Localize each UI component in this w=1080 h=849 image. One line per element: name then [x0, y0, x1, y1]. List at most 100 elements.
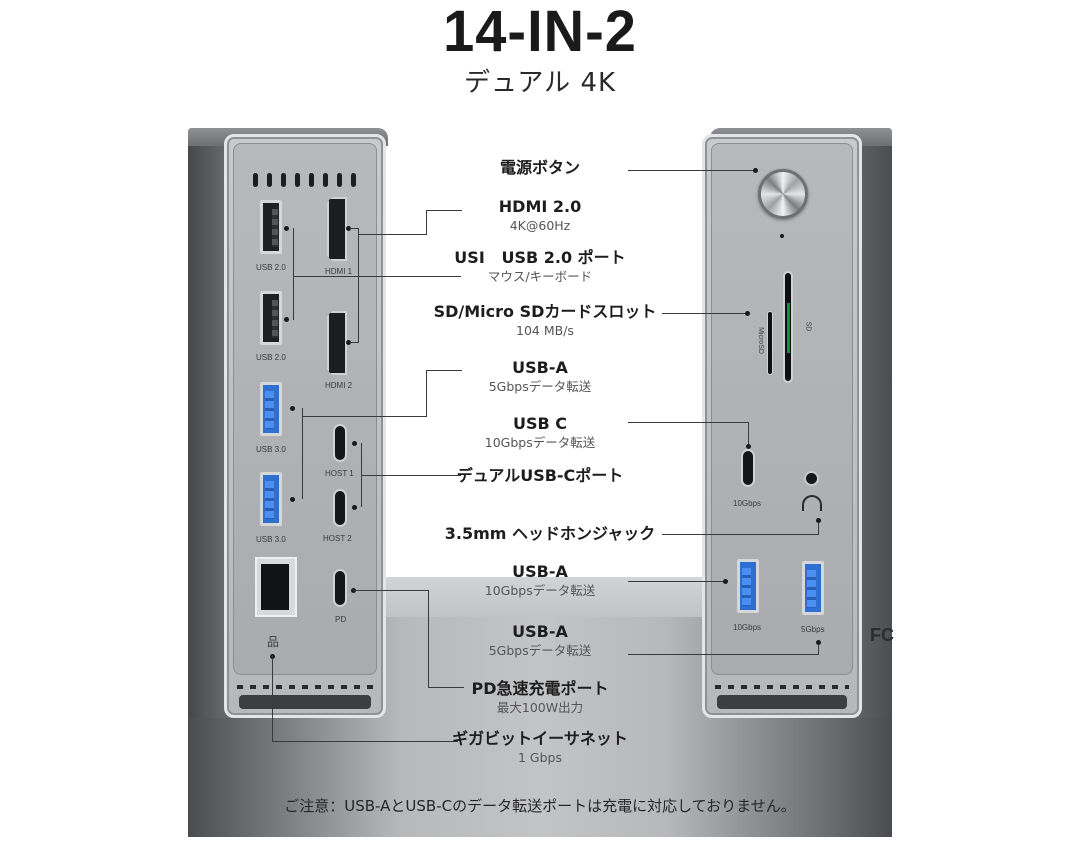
leader-line	[361, 475, 461, 476]
fcc-mark: FC	[870, 625, 894, 645]
right-device-front-panel: MicroSD SD 10Gbps 10Gbps 5Gbps	[702, 134, 862, 718]
usbc-data-port	[741, 449, 755, 487]
usb3-port-2-label: USB 3.0	[256, 535, 286, 544]
usb3-port-1-label: USB 3.0	[256, 445, 286, 454]
callout-dot	[290, 497, 295, 502]
leader-line	[302, 408, 303, 499]
feature-sd-slot: SD/Micro SDカードスロット 104 MB/s	[433, 302, 657, 338]
usb2-port-2	[260, 291, 282, 345]
right-device-face	[711, 143, 853, 675]
usbc-data-port-label: 10Gbps	[733, 499, 762, 508]
leader-line	[354, 590, 428, 591]
leader-line	[428, 590, 429, 687]
leader-line	[628, 654, 818, 655]
callout-dot	[723, 579, 728, 584]
usba-10gbps-port	[737, 559, 759, 613]
leader-line	[293, 276, 461, 277]
page-subtitle: デュアル 4K	[463, 68, 617, 98]
ethernet-port	[255, 557, 297, 617]
device-foot-grille	[715, 685, 849, 689]
device-foot	[717, 695, 847, 709]
vent-slot	[295, 173, 300, 187]
usba-5gbps-label: 5Gbps	[801, 625, 825, 634]
left-device-rear-panel: USB 2.0 USB 2.0 USB 3.0 USB 3.0 品 HDMI 1…	[224, 134, 386, 718]
sd-label: SD	[804, 321, 812, 332]
leader-line	[628, 170, 754, 171]
headphone-icon	[802, 495, 822, 511]
feature-headphone-jack: 3.5mm ヘッドホンジャック	[444, 524, 656, 543]
feature-dual-usbc: デュアルUSB-Cポート	[456, 466, 624, 485]
vent-slot	[267, 173, 272, 187]
leader-line	[272, 656, 273, 741]
leader-line	[628, 581, 724, 582]
callout-dot	[352, 441, 357, 446]
leader-line	[302, 416, 426, 417]
usbc-host-port-1	[333, 424, 347, 462]
leader-line	[426, 370, 427, 417]
leader-line	[426, 370, 462, 371]
leader-line	[818, 642, 819, 655]
callout-dot	[290, 406, 295, 411]
usbc-pd-port-label: PD	[335, 615, 347, 624]
usb3-port-2	[260, 472, 282, 526]
usbc-host-port-2	[333, 489, 347, 527]
callout-dot	[745, 311, 750, 316]
usbc-host-port-1-label: HOST 1	[325, 469, 354, 478]
callout-dot	[816, 640, 821, 645]
usba-5gbps-port	[802, 561, 824, 615]
leader-line	[748, 422, 749, 446]
leader-line	[662, 534, 818, 535]
leader-line	[350, 228, 358, 229]
feature-usbc-10gbps: USB C 10Gbpsデータ転送	[484, 414, 596, 450]
page-title: 14-IN-2	[443, 0, 637, 64]
callout-dot	[746, 444, 751, 449]
usbc-host-port-2-label: HOST 2	[323, 534, 352, 543]
leader-line	[350, 342, 358, 343]
leader-line	[428, 687, 464, 688]
leader-line	[426, 210, 427, 235]
hdmi-port-2	[327, 311, 347, 375]
leader-line	[358, 234, 426, 235]
hdmi-port-2-label: HDMI 2	[325, 381, 353, 390]
callout-dot	[351, 588, 356, 593]
callout-dot	[346, 340, 351, 345]
device-foot	[239, 695, 371, 709]
callout-dot	[284, 226, 289, 231]
feature-pd-charging: PD急速充電ポート 最大100W出力	[471, 679, 609, 715]
hdmi-port-1-label: HDMI 1	[325, 267, 353, 276]
power-button-icon	[758, 169, 808, 219]
vent-slot	[281, 173, 286, 187]
callout-dot	[284, 317, 289, 322]
usba-10gbps-label: 10Gbps	[733, 623, 762, 632]
charging-notice: ご注意：USB-AとUSB-Cのデータ転送ポートは充電に対応しておりません。	[284, 797, 796, 815]
usbc-pd-port	[333, 569, 347, 607]
leader-line	[358, 228, 359, 343]
power-led	[780, 234, 784, 238]
feature-usba-5gbps-left: USB-A 5Gbpsデータ転送	[488, 358, 592, 394]
vent-slot	[351, 173, 356, 187]
leader-line	[272, 741, 458, 742]
vent-slot	[253, 173, 258, 187]
callout-dot	[352, 505, 357, 510]
vent-slot	[337, 173, 342, 187]
feature-usb2: USI USB 2.0 ポート マウス/キーボード	[454, 248, 626, 284]
callout-dot	[346, 226, 351, 231]
feature-power-button: 電源ボタン	[499, 158, 580, 177]
microsd-slot	[767, 311, 773, 375]
network-icon: 品	[267, 635, 280, 649]
usb2-port-2-label: USB 2.0	[256, 353, 286, 362]
vent-slot	[309, 173, 314, 187]
feature-hdmi: HDMI 2.0 4K@60Hz	[498, 197, 582, 233]
microsd-label: MicroSD	[756, 327, 764, 354]
callout-dot	[753, 168, 758, 173]
sd-card-slot	[783, 271, 793, 383]
leader-line	[662, 313, 746, 314]
leader-line	[426, 210, 462, 211]
feature-usba-5gbps-right: USB-A 5Gbpsデータ転送	[488, 622, 592, 658]
usb3-port-1	[260, 382, 282, 436]
feature-usba-10gbps: USB-A 10Gbpsデータ転送	[484, 562, 596, 598]
device-foot-grille	[237, 685, 373, 689]
usb2-port-1	[260, 200, 282, 254]
headphone-jack	[804, 471, 819, 486]
